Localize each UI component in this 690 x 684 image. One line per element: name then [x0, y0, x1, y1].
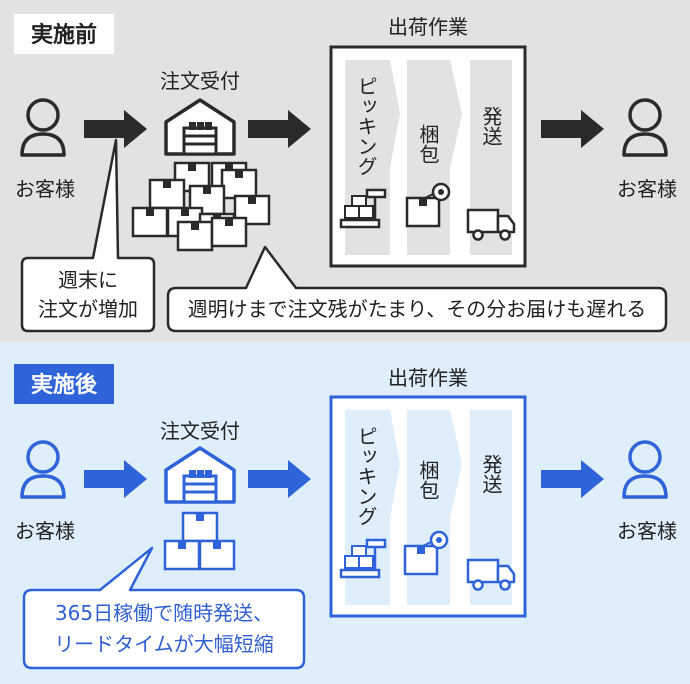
before-callout-weekend: [20, 138, 156, 333]
before-callout-backlog: [166, 245, 668, 333]
before-callout-weekend-line1: 週末に: [58, 268, 118, 292]
before-customer-left-label: お客様: [15, 177, 75, 201]
before-step-picking: ピッキング: [354, 76, 378, 176]
before-arrow-to-customer: [541, 110, 604, 148]
after-callout: [22, 546, 306, 670]
after-order-reception-label: 注文受付: [160, 419, 240, 443]
before-step-shipping: 発送: [479, 106, 503, 146]
before-callout-backlog-text: 週明けまで注文残がたまり、その分お届けも遅れる: [188, 297, 647, 321]
after-step-shipping: 発送: [479, 454, 503, 494]
before-arrow-to-reception: [84, 110, 147, 148]
after-customer-right-label: お客様: [617, 519, 677, 543]
after-shipping-work-label: 出荷作業: [388, 366, 468, 390]
before-arrow-to-shipping: [248, 110, 311, 148]
before-step-packing: 梱包: [416, 124, 440, 164]
after-label: 実施後: [31, 372, 98, 398]
before-label-badge: [14, 14, 114, 54]
before-order-reception-label: 注文受付: [160, 69, 240, 93]
before-customer-right-label: お客様: [617, 177, 677, 201]
after-arrow-to-reception: [84, 460, 147, 498]
after-step-picking: ピッキング: [354, 426, 378, 526]
after-callout-line1: 365日稼働で随時発送、: [55, 601, 273, 625]
after-label-badge: [14, 364, 114, 404]
after-arrow-to-customer: [541, 460, 604, 498]
after-arrow-to-shipping: [248, 460, 311, 498]
before-label: 実施前: [31, 22, 97, 48]
before-shipping-work-label: 出荷作業: [388, 15, 468, 39]
after-customer-left-label: お客様: [15, 519, 75, 543]
after-callout-line2: リードタイムが大幅短縮: [54, 632, 274, 656]
after-step-packing: 梱包: [416, 460, 440, 500]
before-callout-weekend-line2: 注文が増加: [38, 297, 138, 321]
